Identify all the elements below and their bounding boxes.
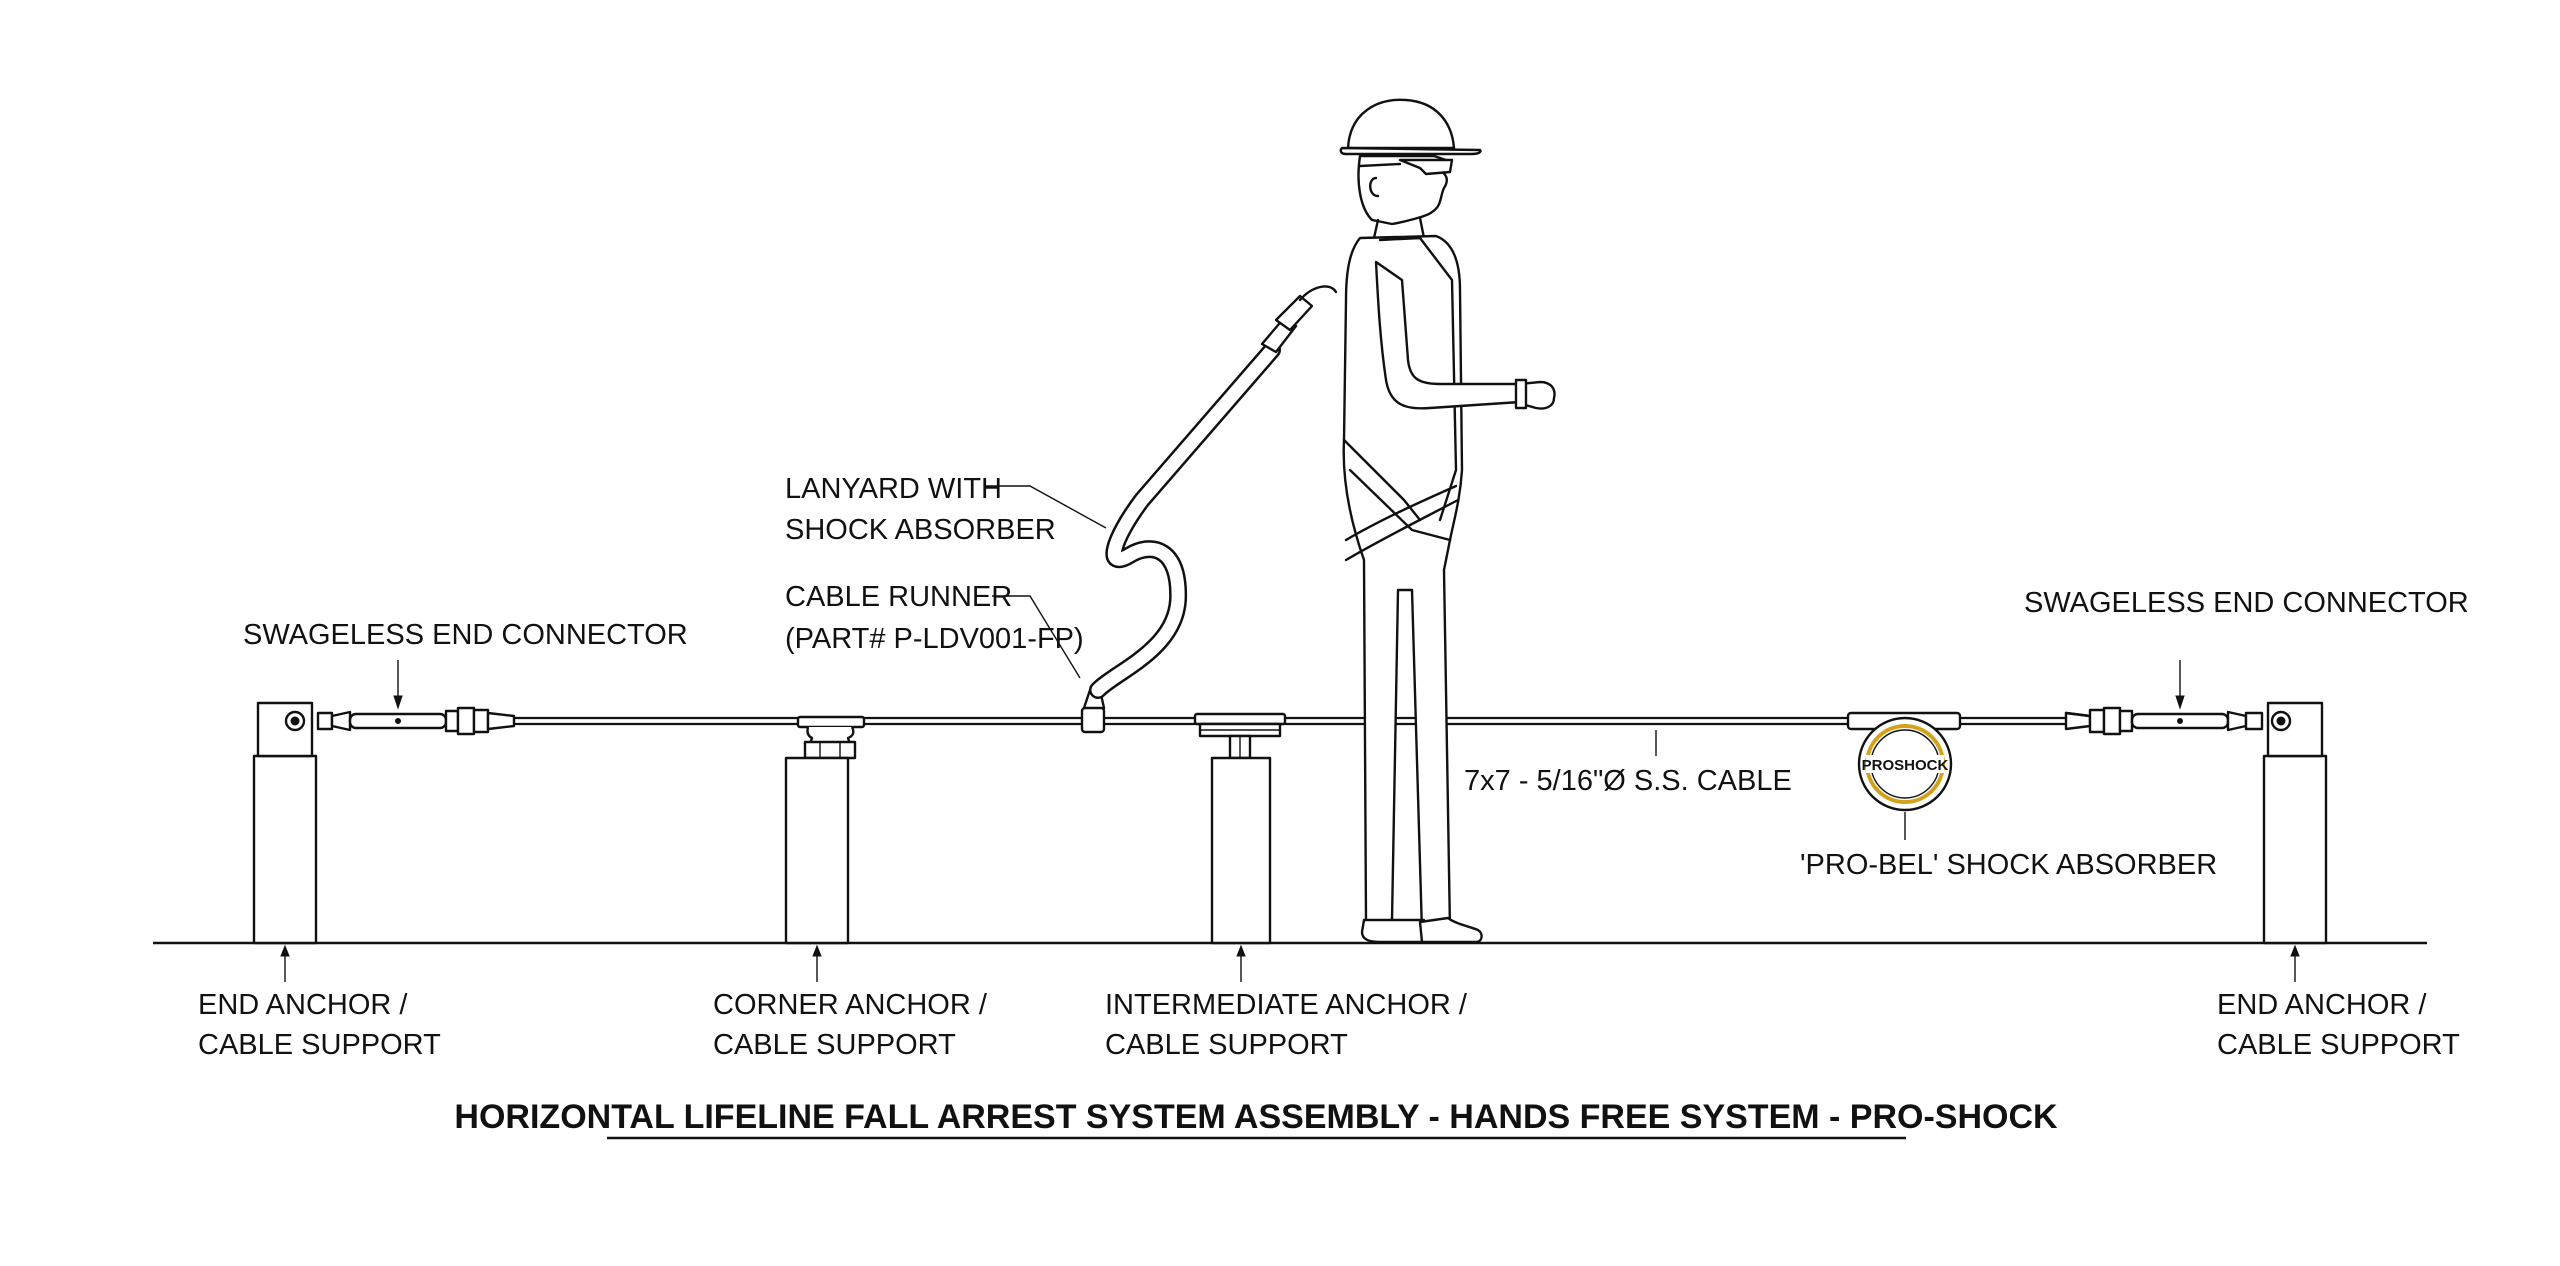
end-anchor-left bbox=[252, 701, 318, 945]
label-end-anchor-left-line2: CABLE SUPPORT bbox=[198, 1029, 441, 1061]
label-cable: 7x7 - 5/16"Ø S.S. CABLE bbox=[1464, 765, 1792, 797]
corner-anchor bbox=[784, 715, 866, 945]
label-corner-anchor-line2: CABLE SUPPORT bbox=[713, 1029, 956, 1061]
label-end-anchor-right-line1: END ANCHOR / bbox=[2217, 989, 2427, 1021]
worker-figure bbox=[1339, 98, 1556, 944]
label-runner-line2: (PART# P-LDV001-FP) bbox=[785, 623, 1084, 655]
label-lanyard-line2: SHOCK ABSORBER bbox=[785, 514, 1056, 546]
cable-runner bbox=[1080, 688, 1106, 734]
label-swageless-left: SWAGELESS END CONNECTOR bbox=[243, 619, 688, 651]
swageless-connector-left bbox=[316, 706, 516, 736]
label-end-anchor-right-line2: CABLE SUPPORT bbox=[2217, 1029, 2460, 1061]
lanyard bbox=[1089, 285, 1338, 699]
swageless-connector-right bbox=[2064, 706, 2264, 736]
label-intermediate-anchor-line2: CABLE SUPPORT bbox=[1105, 1029, 1348, 1061]
probel-shock-absorber: PROSHOCK bbox=[1846, 711, 1962, 812]
end-anchor-right bbox=[2262, 701, 2328, 945]
ss-cable bbox=[510, 716, 2090, 726]
label-corner-anchor-line1: CORNER ANCHOR / bbox=[713, 989, 988, 1021]
label-runner-line1: CABLE RUNNER bbox=[785, 581, 1012, 613]
label-swageless-right: SWAGELESS END CONNECTOR bbox=[2024, 587, 2469, 619]
label-probel: 'PRO-BEL' SHOCK ABSORBER bbox=[1800, 849, 2217, 881]
leader-lines bbox=[280, 485, 2300, 982]
intermediate-anchor bbox=[1193, 712, 1287, 945]
probel-badge: PROSHOCK bbox=[1862, 757, 1949, 774]
label-lanyard-line1: LANYARD WITH bbox=[785, 473, 1002, 505]
label-intermediate-anchor-line1: INTERMEDIATE ANCHOR / bbox=[1105, 989, 1468, 1021]
diagram-title: HORIZONTAL LIFELINE FALL ARREST SYSTEM A… bbox=[454, 1098, 2058, 1136]
label-end-anchor-left-line1: END ANCHOR / bbox=[198, 989, 408, 1021]
